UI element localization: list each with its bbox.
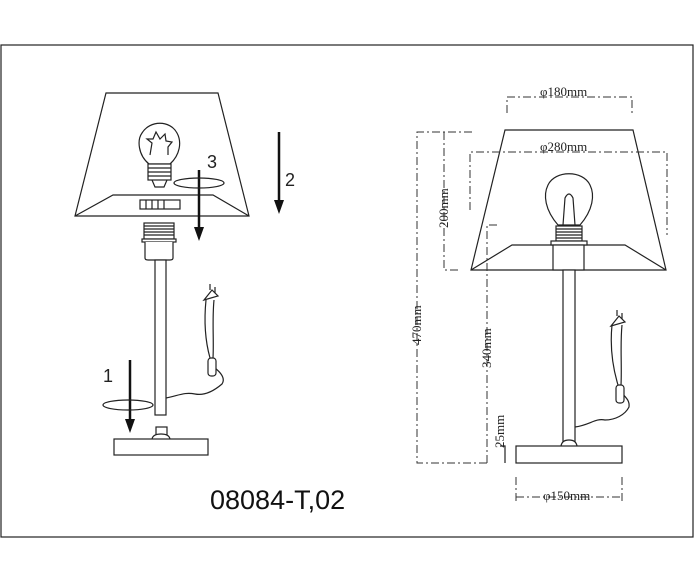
shade-inner-rim [74,194,250,217]
model-number: 08084-T,02 [210,485,345,515]
switch-icon [615,384,625,404]
power-cord [574,310,630,428]
dim-total-height: 470mm [409,305,424,345]
dim-base-diameter: φ150mm [543,488,590,503]
plug-icon [202,289,220,302]
dim-shade-top-diameter: φ180mm [540,84,587,99]
dim-line-shade-bottom [469,151,668,235]
rotate-icon [102,399,154,411]
socket-cup [552,244,585,271]
lampshade [74,92,250,217]
lamp-base [515,445,623,464]
dim-line-total-height [416,131,487,464]
dim-line-base-diameter [515,477,623,503]
dim-line-stem-height [486,224,497,463]
plug-icon [609,315,627,328]
step-3-label: 3 [207,152,217,172]
bulb-icon [138,122,181,188]
dimension-view: φ180mm φ280mm 470mm 200mm 340mm 25mm φ15… [409,84,668,503]
dim-stem-height: 340mm [479,328,494,368]
dim-line-base-height [500,445,506,463]
rotate-icon [173,177,225,189]
assembly-view: 2 3 1 [74,92,295,456]
step-2-label: 2 [285,170,295,190]
shade-ring [139,199,181,210]
switch-icon [207,357,217,377]
step-1-label: 1 [103,366,113,386]
arrow-step-1 [102,360,154,433]
power-cord [165,284,224,399]
arrow-step-3 [173,170,225,241]
lamp-base [113,438,209,456]
dim-base-height: 25mm [492,415,507,448]
dim-line-shade-height [443,132,458,271]
lamp-stem [562,269,576,447]
dim-shade-bottom-diameter: φ280mm [540,139,587,154]
socket-thread [555,225,583,242]
arrow-step-2 [274,132,284,214]
dim-line-shade-top [506,96,633,113]
lamp-stem [154,259,167,416]
socket-cup [144,242,174,261]
frame-border [0,44,694,538]
dim-shade-height: 200mm [436,188,451,228]
bulb-icon [544,173,594,226]
